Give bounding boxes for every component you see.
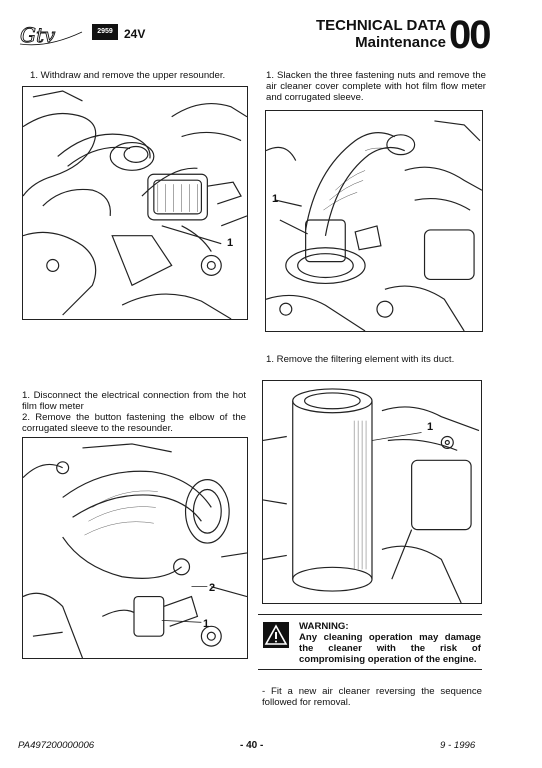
document-code: PA497200000006	[18, 740, 95, 751]
figure-air-cleaner-cover: 1	[265, 110, 483, 332]
section-number: 00	[449, 13, 491, 57]
warning-divider-bottom	[258, 669, 482, 670]
engine-badge: 2959	[92, 24, 118, 40]
publication-date: 9 - 1996	[440, 740, 476, 751]
callout-1: 1	[427, 421, 434, 433]
step-disconnect-connection: 1. Disconnect the electrical connection …	[22, 390, 246, 434]
engine-label: 24V	[124, 27, 146, 41]
figure-upper-resounder: 1	[22, 86, 248, 320]
svg-text:Gtv: Gtv	[20, 23, 56, 47]
warning-text: Any cleaning operation may damage the cl…	[299, 632, 481, 665]
step-withdraw-resounder: 1. Withdraw and remove the upper resound…	[30, 70, 226, 81]
step-slacken-nuts: 1. Slacken the three fastening nuts and …	[266, 70, 486, 103]
step-remove-filter: 1. Remove the filtering element with its…	[266, 354, 455, 365]
refit-note: - Fit a new air cleaner reversing the se…	[262, 686, 482, 708]
figure-filter-element: 1	[262, 380, 482, 604]
page-subtitle: Maintenance	[355, 34, 446, 51]
callout-1: 1	[203, 618, 210, 630]
brand-logo: Gtv	[18, 22, 88, 48]
callout-1: 1	[227, 237, 234, 249]
warning-divider-top	[258, 614, 482, 615]
page-number: - 40 -	[240, 740, 264, 751]
callout-1: 1	[272, 193, 279, 205]
page-title: TECHNICAL DATA	[316, 17, 446, 34]
figure-flow-meter-connection: 2 1	[22, 437, 248, 659]
warning-heading: WARNING:	[299, 621, 349, 632]
warning-icon	[263, 622, 289, 648]
callout-2: 2	[209, 582, 216, 594]
